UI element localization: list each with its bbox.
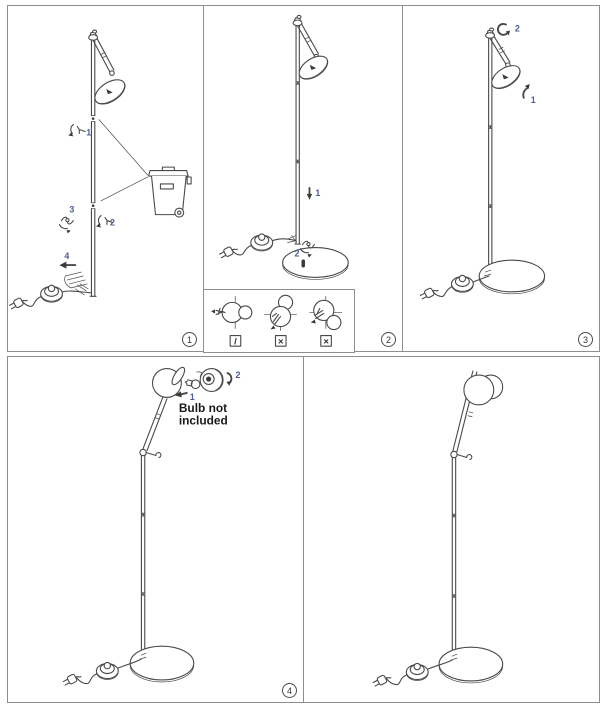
power-plug [62,673,82,686]
mark-correct: / [234,336,237,347]
step-label-2: 2 [110,218,115,228]
lamp-shade [94,79,126,105]
screw-icon [68,124,86,137]
mount-bracket [483,269,492,277]
foot-switch [450,274,474,293]
pivot-joint [485,27,496,39]
lamp-head [151,366,186,398]
slide-arrow [59,261,77,269]
down-arrow [306,187,313,200]
mark-wrong: × [323,336,329,347]
panel-number-badge: 4 [282,683,297,698]
step-label-2: 2 [515,24,520,34]
wing-nut-icon [58,216,74,234]
pointer-lines [98,119,148,202]
base-plate [478,259,546,295]
grip-pad [64,271,88,289]
panel-finished [303,356,600,703]
panel-number-badge: 2 [381,332,396,347]
pole [451,456,457,662]
step-label-4: 4 [64,251,69,261]
trash-bin-icon [148,166,192,218]
panel-number-badge: 1 [182,332,197,347]
step-label-1: 1 [190,392,195,402]
step-label-2: 2 [235,370,240,380]
lamp-shade [491,65,521,89]
foot-switch [95,661,119,680]
note-line-2: included [179,414,228,428]
lamp-head [463,374,495,406]
tilt-arrow [522,83,530,99]
orientation-diagrams: / × × [210,294,342,347]
lamp-shade [298,55,329,80]
orientation-correct [210,295,252,329]
rotation-arrow [496,23,510,36]
panel-1-drawing: 1 2 3 4 [9,29,192,310]
head-orientation-inset: / × × [202,288,355,353]
step-label-2: 2 [295,249,300,259]
rotation-arrow [226,372,233,386]
pivot-joint [292,14,303,27]
panel-step-4: 1 2 Bulb not included [7,356,304,703]
orientation-wrong-up [263,294,297,331]
lamp-arm [142,396,168,452]
lamp-arm [92,37,115,76]
foot-switch [40,284,63,303]
mark-wrong: × [278,336,284,347]
pole [294,25,302,245]
bulb-icon [184,379,201,390]
orientation-wrong-down [308,295,342,330]
instruction-sheet: 1 2 3 4 [7,5,600,703]
power-plug [419,287,439,300]
note-line-1: Bulb not [179,401,227,415]
elbow-joint [139,448,162,459]
power-plug [219,246,238,259]
step-label-3: 3 [69,205,74,215]
insert-arrow [174,391,188,398]
foot-switch [250,233,274,252]
panel-step-2: 1 2 [202,5,403,353]
panel-3-drawing: 2 1 [419,23,546,300]
step-label-1: 1 [315,188,320,198]
base-plate [129,645,195,683]
base-plate [282,247,349,280]
pole [488,37,493,277]
base-plate [438,646,504,684]
power-plug [372,674,392,687]
screw-icon [96,215,114,228]
elbow-joint [450,450,473,461]
panel-number-badge: 3 [578,332,593,347]
panel-5-drawing [372,370,504,687]
pole [89,39,97,297]
foot-switch [405,662,429,681]
pole [140,454,146,661]
panel-2-drawing: 1 2 [219,14,349,280]
power-plug [9,297,28,310]
wing-nut-icon [299,240,315,258]
pivot-joint [88,29,99,41]
shade-disc [199,368,224,392]
lamp-arm [296,23,320,60]
step-label-1: 1 [86,127,91,137]
step-label-1: 1 [531,95,536,105]
panel-step-1: 1 2 3 4 [7,5,204,352]
panel-4-drawing: 1 2 Bulb not included [62,366,240,686]
panel-step-3: 2 1 [402,5,600,352]
lamp-arm [489,35,511,68]
